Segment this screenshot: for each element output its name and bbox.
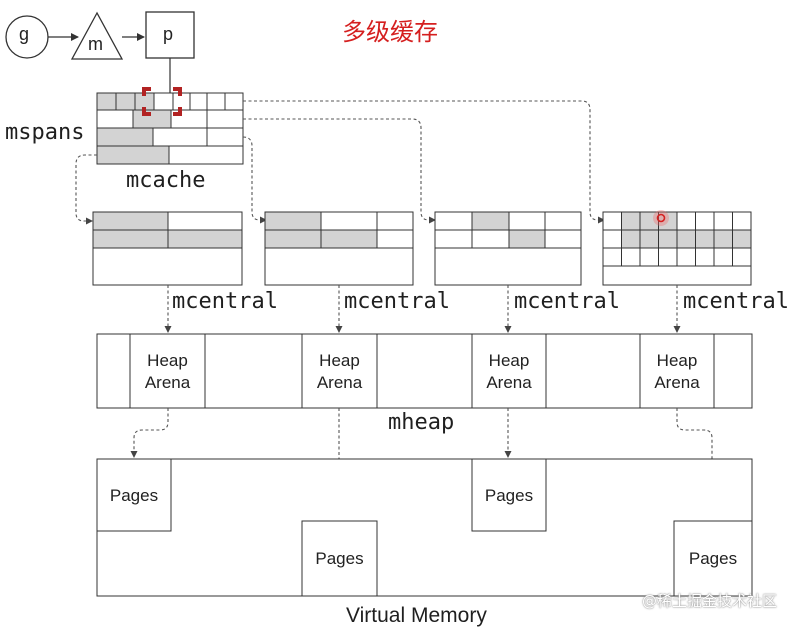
m-node [70,11,124,60]
mcache-to-mcentral-connectors [75,100,605,225]
pages-box-1 [96,458,172,532]
heap-arena-line1: Heap [319,351,360,370]
mcentral-to-arena-connectors [164,285,681,333]
mcentral-box-3 [434,211,582,286]
selected-span-highlight [142,87,182,116]
heap-arena-1 [129,333,206,409]
heap-arena-label-3: Heap Arena [472,350,546,394]
pages-box-2 [301,520,378,597]
mcentral-box-2 [264,211,414,286]
heap-arena-line1: Heap [147,351,188,370]
pages-label-1: Pages [109,486,159,505]
heap-arena-line2: Arena [654,373,700,392]
pointer-indicator [653,210,669,226]
heap-arena-line1: Heap [656,351,698,370]
mcache-spans [96,92,244,165]
mheap-label: mheap [388,410,455,435]
pages-box-3 [471,458,547,532]
heap-arena-line2: Arena [486,373,532,392]
heap-arena-label-1: Heap Arena [130,350,205,394]
watermark-text: @稀土掘金技术社区 [642,592,778,610]
virtual-memory-label: Virtual Memory [346,604,487,627]
mcentral-box-4 [602,211,752,286]
diagram-title: 多级缓存 [342,18,438,46]
mcache-label: mcache [126,168,206,193]
pages-label-3: Pages [484,486,534,505]
mcentral-label-4: mcentral [683,289,789,314]
heap-arena-line1: Heap [488,351,530,370]
mcentral-label-3: mcentral [514,289,620,314]
heap-arena-3 [471,333,547,409]
p-node-label: p [163,24,174,44]
pages-label-2: Pages [315,549,364,568]
mspans-label: mspans [5,120,85,145]
mcentral-label-1: mcentral [172,289,278,314]
heap-arena-line2: Arena [316,373,363,392]
pages-box-4 [673,520,753,597]
m-node-label: m [88,34,103,54]
heap-arena-label-2: Heap Arena [302,350,377,394]
pages-boxes [96,458,753,597]
heap-arena-boxes [129,333,715,409]
gmp-group [5,11,195,98]
mcentral-label-2: mcentral [344,289,450,314]
g-node-label: g [19,24,30,44]
heap-arena-2 [301,333,378,409]
heap-arena-label-4: Heap Arena [640,350,714,394]
mcentral-box-1 [92,211,243,286]
heap-arena-line2: Arena [144,373,191,392]
heap-arena-4 [639,333,715,409]
pages-label-4: Pages [688,549,738,568]
virtual-memory-box [96,458,753,597]
